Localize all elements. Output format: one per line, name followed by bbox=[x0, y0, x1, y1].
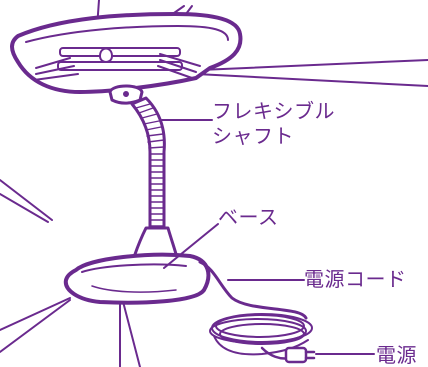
label-power-cord: 電源コード bbox=[304, 267, 407, 291]
base-shadow-groove bbox=[91, 285, 177, 293]
leader-line-right-lower bbox=[195, 73, 428, 87]
leader-line-right-upper bbox=[199, 59, 428, 71]
power-cord bbox=[198, 260, 308, 320]
lamp-base bbox=[63, 252, 211, 305]
leader-line-left-switch-2 bbox=[0, 193, 49, 223]
leader-line-base bbox=[163, 223, 219, 269]
leader-line-bottom-left-2 bbox=[0, 299, 71, 353]
label-base: ベース bbox=[218, 205, 279, 229]
lamp-grille bbox=[33, 53, 201, 81]
leader-line-bottom-left-1 bbox=[0, 297, 71, 331]
flexible-shaft-coils bbox=[135, 103, 165, 227]
label-flexible-shaft-line2: シャフト bbox=[212, 124, 294, 148]
label-power-plug: 電源 bbox=[376, 343, 417, 367]
coiled-cord bbox=[209, 313, 313, 356]
label-flexible-shaft-line1: フレキシブル bbox=[212, 99, 335, 123]
flexible-shaft-outline bbox=[130, 96, 166, 234]
leader-line-left-switch bbox=[0, 179, 53, 221]
power-plug bbox=[260, 346, 316, 364]
hinge-bolt bbox=[123, 91, 129, 97]
bulb-socket bbox=[99, 47, 113, 63]
bulb-tube-lower bbox=[57, 61, 183, 71]
lamp-head-inner-rim bbox=[25, 25, 229, 43]
bulb-tube-upper bbox=[59, 47, 181, 57]
base-top-edge bbox=[81, 263, 187, 273]
